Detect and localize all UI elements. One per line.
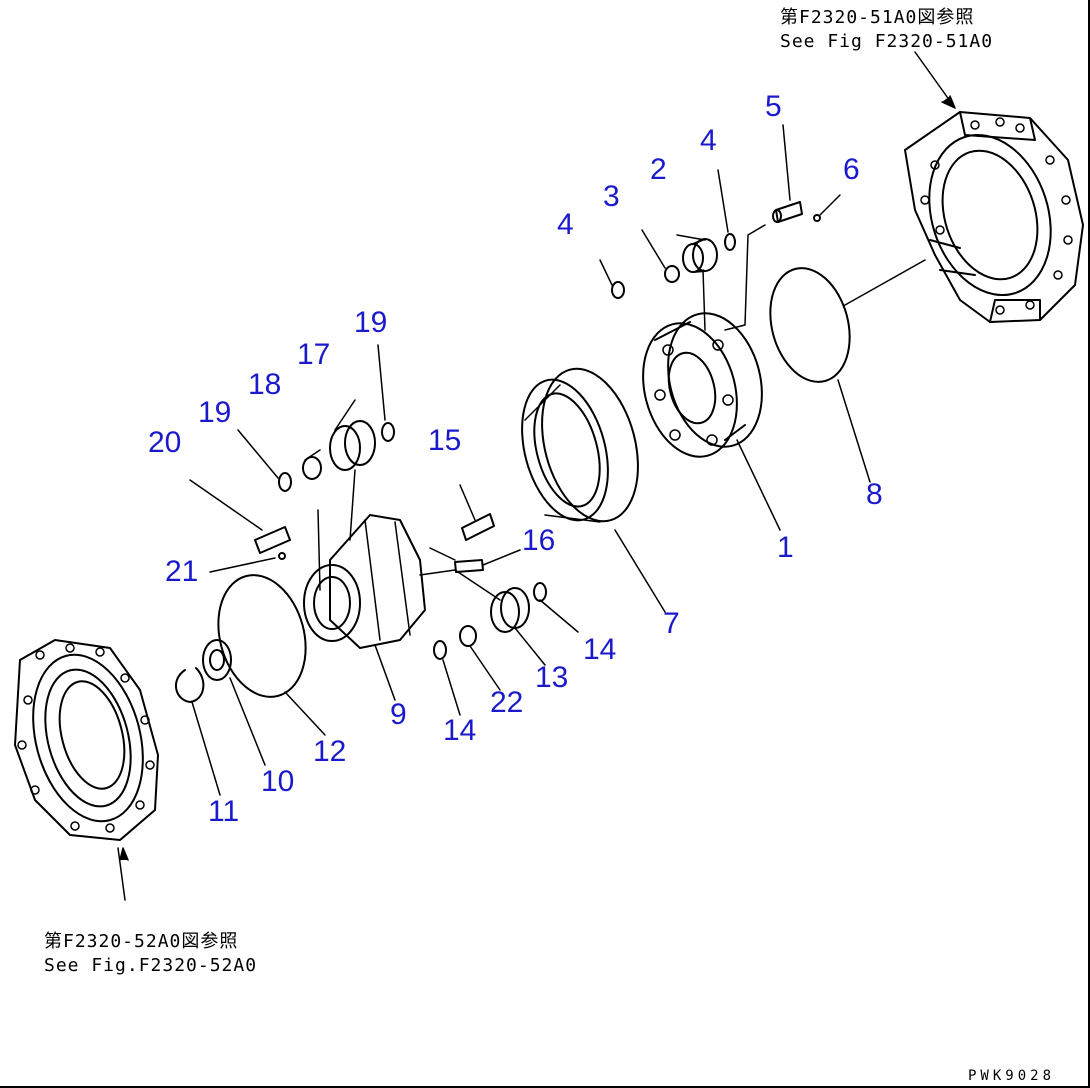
lower-housing [14, 639, 159, 841]
part-16-pin [454, 559, 484, 573]
callout-14-left: 14 [443, 714, 477, 747]
part-21-ball [278, 552, 286, 560]
callout-4-left: 4 [557, 208, 574, 241]
bottom-reference-japanese: 第F2320-52A0図参照 [44, 931, 239, 952]
bottom-reference-english: See Fig.F2320-52A0 [44, 955, 258, 976]
part-22-bushing [459, 625, 477, 647]
callout-2: 2 [650, 153, 667, 186]
callout-7: 7 [663, 607, 680, 640]
part-11-snap-ring [175, 667, 205, 703]
small-parts-upper [611, 201, 821, 299]
callout-3: 3 [603, 180, 620, 213]
callout-21: 21 [165, 555, 199, 588]
part-14-washer-lower [433, 640, 447, 660]
callout-10: 10 [261, 765, 295, 798]
callout-17: 17 [297, 338, 331, 371]
callout-16: 16 [522, 524, 556, 557]
callout-6: 6 [843, 153, 860, 186]
callout-19-left: 19 [198, 396, 232, 429]
upper-housing [904, 111, 1084, 323]
part-10-bearing [202, 639, 232, 681]
callout-12: 12 [313, 735, 347, 768]
drawing-code: PWK9028 [968, 1068, 1056, 1084]
part-1-carrier [642, 312, 763, 458]
top-reference-english: See Fig F2320-51A0 [780, 31, 994, 52]
callout-8: 8 [866, 478, 883, 511]
part-20-pin [254, 526, 291, 554]
part-13-gear [490, 591, 520, 633]
callout-11: 11 [208, 795, 240, 828]
top-reference-japanese: 第F2320-51A0図参照 [780, 7, 975, 28]
callout-9: 9 [390, 698, 407, 731]
callout-22: 22 [490, 686, 524, 719]
part-19-washer-right [381, 422, 395, 442]
callout-1: 1 [777, 531, 794, 564]
callout-15: 15 [428, 424, 462, 457]
part-8-gasket [769, 267, 851, 383]
callout-4-right: 4 [700, 124, 717, 157]
part-7-ring-gear [521, 367, 639, 523]
callout-18: 18 [248, 368, 282, 401]
leader-lines [117, 51, 956, 901]
part-15-pin [461, 513, 495, 541]
callout-19-right: 19 [354, 306, 388, 339]
callout-5: 5 [765, 90, 782, 123]
part-9-carrier-assembly [303, 514, 426, 649]
callout-13: 13 [535, 661, 569, 694]
part-12-gasket [217, 574, 307, 698]
part-19-washer-left [278, 472, 292, 492]
callout-14-right: 14 [583, 633, 617, 666]
callout-20: 20 [148, 426, 182, 459]
part-18-bushing [302, 456, 322, 480]
part-14-washer-upper [533, 582, 547, 602]
part-17-gear [329, 425, 361, 471]
